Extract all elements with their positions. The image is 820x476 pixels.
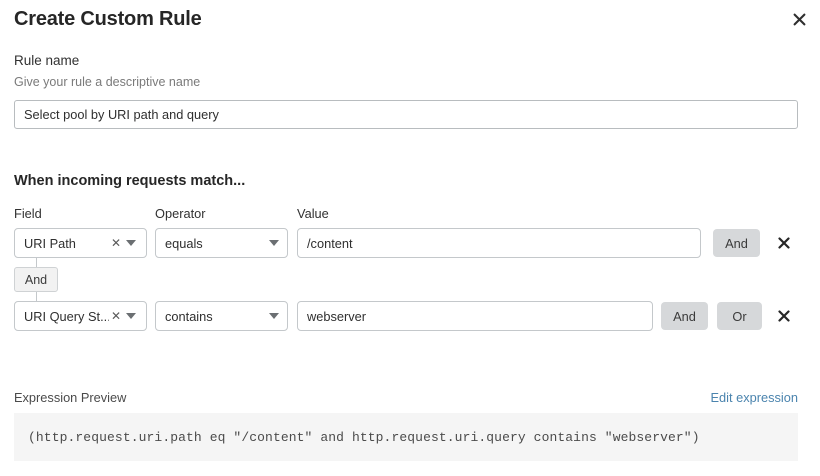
- clear-icon[interactable]: ✕: [110, 236, 121, 250]
- chevron-down-icon[interactable]: [126, 240, 136, 246]
- connector-line-top: [36, 258, 37, 268]
- operator-select-value: equals: [165, 235, 203, 251]
- condition-row: URI Query St... ✕ contains And Or: [0, 301, 820, 331]
- rule-name-input[interactable]: [14, 100, 798, 129]
- group-connector-and-badge[interactable]: And: [14, 267, 58, 292]
- operator-select[interactable]: contains: [155, 301, 288, 331]
- page-title: Create Custom Rule: [14, 8, 202, 30]
- column-header-field: Field: [14, 206, 42, 221]
- field-select[interactable]: URI Query St... ✕: [14, 301, 147, 331]
- clear-icon[interactable]: ✕: [110, 309, 121, 323]
- column-header-value: Value: [297, 206, 329, 221]
- field-select-value: URI Path: [24, 235, 76, 251]
- value-input[interactable]: [297, 228, 701, 258]
- expression-preview-text: (http.request.uri.path eq "/content" and…: [28, 429, 700, 445]
- field-select[interactable]: URI Path ✕: [14, 228, 147, 258]
- condition-row: URI Path ✕ equals And: [0, 228, 820, 258]
- expression-preview-box: (http.request.uri.path eq "/content" and…: [14, 413, 798, 461]
- column-header-operator: Operator: [155, 206, 206, 221]
- add-and-condition-button[interactable]: And: [713, 229, 760, 257]
- value-input[interactable]: [297, 301, 653, 331]
- delete-condition-icon[interactable]: [775, 234, 792, 251]
- close-icon[interactable]: [786, 6, 812, 32]
- add-and-condition-button[interactable]: And: [661, 302, 708, 330]
- chevron-down-icon[interactable]: [269, 313, 279, 319]
- rule-name-label: Rule name: [14, 53, 80, 68]
- operator-select[interactable]: equals: [155, 228, 288, 258]
- operator-select-value: contains: [165, 308, 213, 324]
- conditions-heading: When incoming requests match...: [14, 173, 246, 189]
- expression-preview-label: Expression Preview: [14, 390, 127, 405]
- connector-line-bottom: [36, 292, 37, 302]
- add-or-condition-button[interactable]: Or: [717, 302, 762, 330]
- edit-expression-link[interactable]: Edit expression: [710, 390, 799, 405]
- delete-condition-icon[interactable]: [775, 307, 792, 324]
- chevron-down-icon[interactable]: [269, 240, 279, 246]
- field-select-value: URI Query St...: [24, 308, 109, 324]
- rule-name-description: Give your rule a descriptive name: [14, 75, 201, 89]
- chevron-down-icon[interactable]: [126, 313, 136, 319]
